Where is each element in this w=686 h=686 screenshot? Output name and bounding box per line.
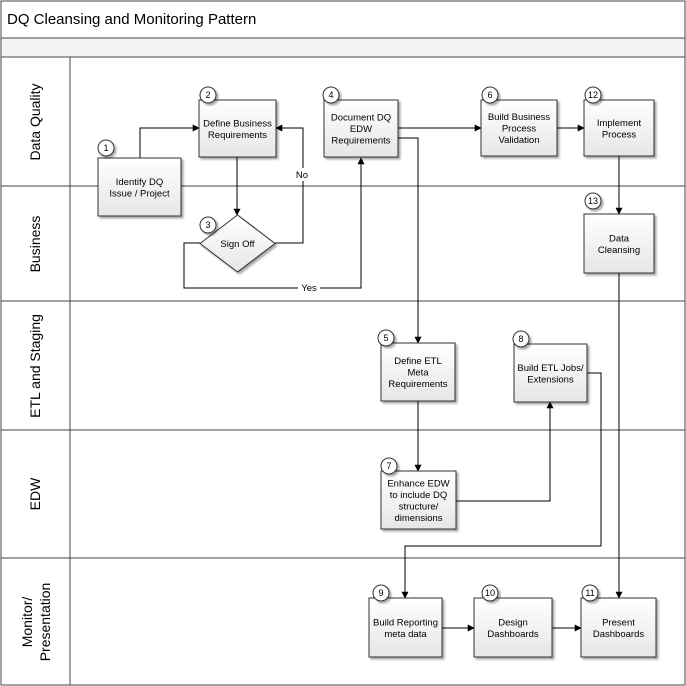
step-number: 5: [383, 333, 388, 343]
process-step-3: Sign Off 3: [199, 214, 276, 273]
edge-label-no-bg: [292, 168, 312, 181]
step-number-badge: [377, 329, 395, 347]
decision-diamond: [199, 214, 276, 273]
step-number-badge: [481, 86, 499, 104]
edge-7-to-8: [456, 401, 554, 502]
lane-label-monitor-line2: Presentation: [37, 583, 53, 662]
edge-label-no: No: [296, 170, 308, 181]
step-number-badge: [584, 192, 602, 210]
step-number-badge: [380, 457, 398, 475]
step-number: 12: [588, 90, 598, 100]
process-box: [480, 99, 558, 157]
step-number: 10: [485, 588, 495, 598]
step-number: 3: [205, 220, 210, 230]
step-number: 2: [205, 90, 210, 100]
process-box: [97, 157, 182, 217]
process-step-8: Build ETL Jobs/Extensions 8: [512, 330, 588, 403]
step-number: 9: [378, 588, 383, 598]
lane-label-business: Business: [27, 216, 43, 273]
process-box: [323, 99, 399, 158]
step-number-badge: [584, 86, 602, 104]
process-box: [513, 343, 588, 403]
edge-label-yes: Yes: [301, 283, 317, 294]
step-number: 13: [588, 196, 598, 206]
process-box: [380, 470, 457, 530]
step-number-badge: [512, 330, 530, 348]
step-number-badge: [199, 216, 217, 234]
lane-label-monitor-line1: Monitor/: [19, 597, 35, 648]
step-label: Build ETL Jobs/Extensions: [517, 363, 584, 386]
step-number-badge: [372, 584, 390, 602]
step-number: 4: [328, 90, 333, 100]
step-number: 1: [103, 143, 108, 153]
edge-3-to-4-yes: [183, 157, 365, 289]
process-box: [198, 99, 277, 158]
step-number: 7: [386, 461, 391, 471]
process-box: [583, 99, 655, 157]
process-box: [583, 213, 655, 274]
step-number-badge: [322, 86, 340, 104]
step-number: 8: [518, 334, 523, 344]
lane-label-data-quality: Data Quality: [27, 83, 43, 160]
lane-label-monitor-presentation: Monitor/ Presentation: [19, 583, 53, 662]
process-box: [368, 597, 443, 658]
step-number-badge: [581, 584, 599, 602]
lane-label-etl-staging: ETL and Staging: [27, 314, 43, 418]
diagram-title: DQ Cleansing and Monitoring Pattern: [7, 11, 256, 28]
edge-3-to-2-no: [275, 124, 304, 244]
process-box: [380, 342, 456, 402]
connectors: [139, 124, 623, 632]
step-number-badge: [481, 584, 499, 602]
edge-label-yes-bg: [298, 282, 320, 294]
step-number: 11: [585, 588, 594, 598]
process-box: [473, 597, 553, 658]
edge-8-to-9: [401, 372, 602, 599]
step-label: Sign Off: [220, 239, 255, 250]
step-number-badge: [97, 139, 115, 157]
process-box: [580, 597, 657, 658]
step-number-badge: [199, 86, 217, 104]
sub-header-band: [0, 37, 686, 58]
step-number: 6: [487, 90, 492, 100]
lane-label-edw: EDW: [27, 477, 43, 510]
edge-4-to-5: [398, 137, 422, 344]
edge-1-to-2: [139, 124, 200, 158]
